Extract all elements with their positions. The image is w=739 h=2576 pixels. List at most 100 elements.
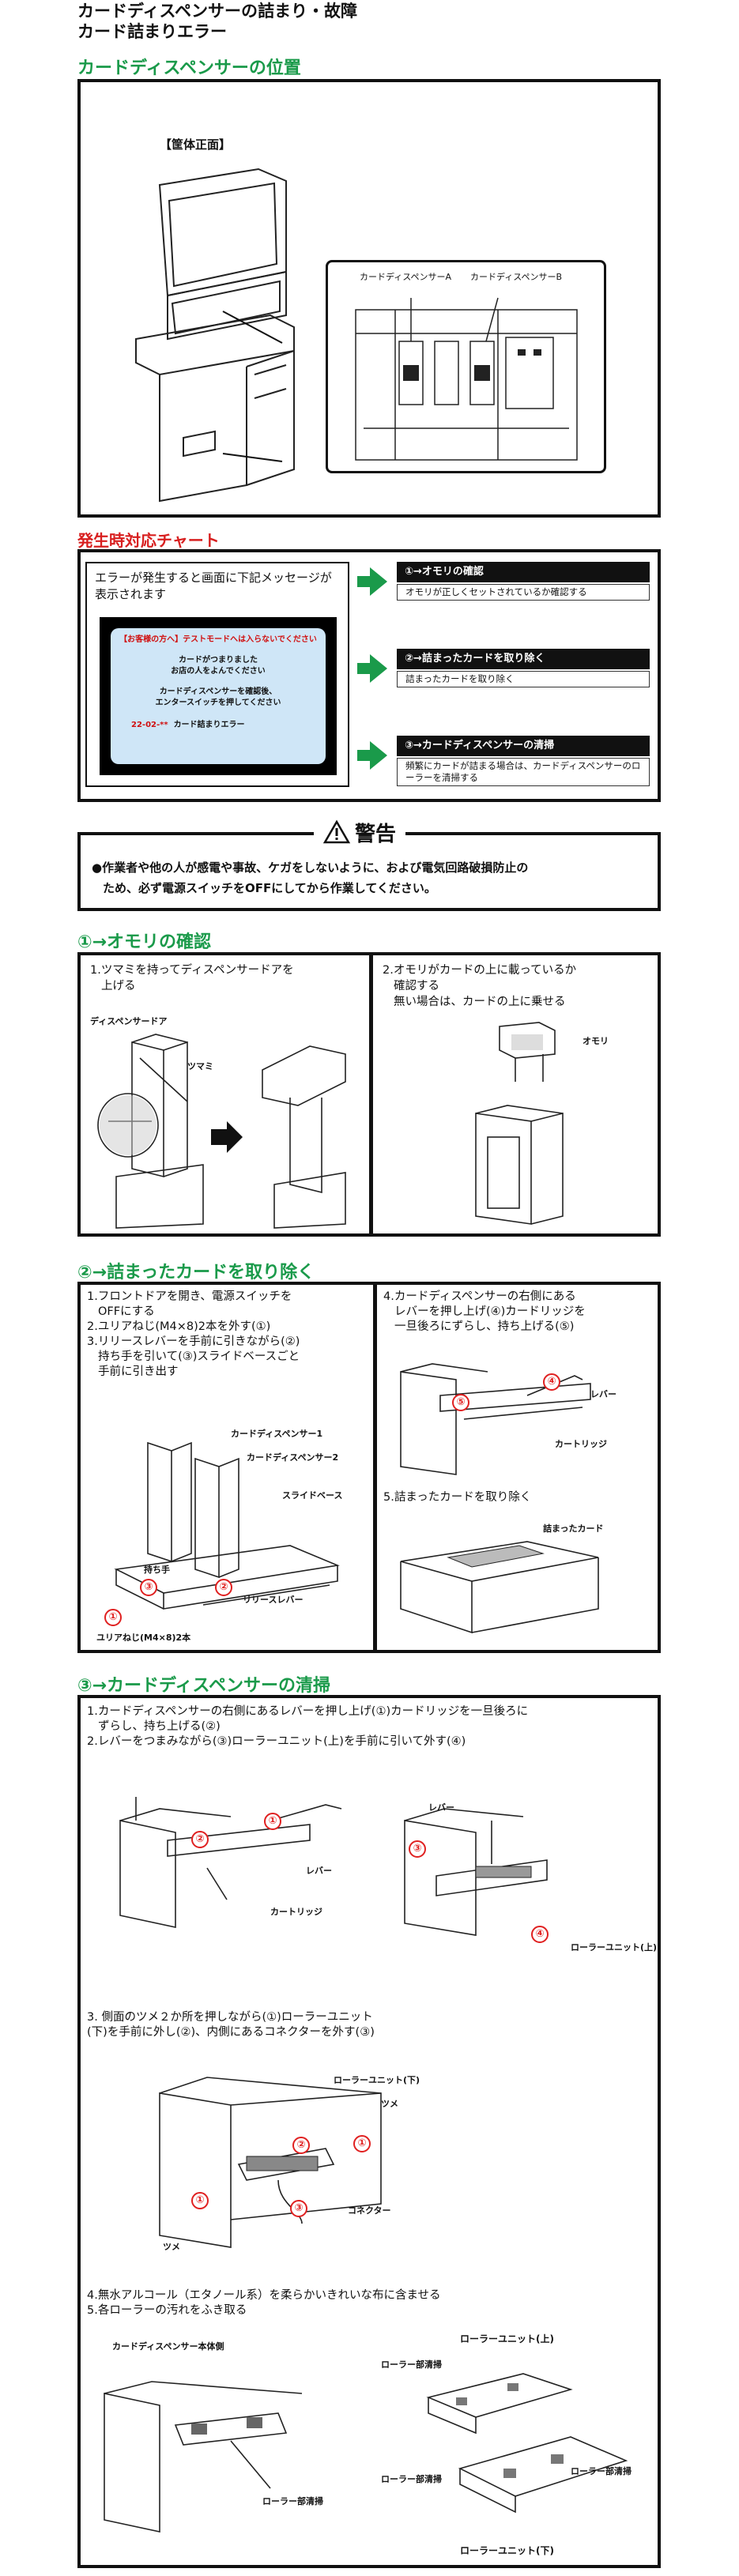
dispenser-detail-box: カードディスペンサーA カードディスペンサーB [326, 260, 606, 473]
marker-3: ③ [140, 1579, 157, 1596]
s3-label-roller-upper: ローラーユニット(上) [571, 1942, 658, 1953]
slide-base-illustration [114, 1441, 340, 1610]
screen-line1: カードがつまりました [179, 656, 258, 665]
arrow-2 [370, 654, 387, 683]
s3-label-claw-a: ツメ [381, 2099, 398, 2109]
s3-label-clean-body: ローラー部清掃 [262, 2496, 323, 2506]
s3-line-c1: 4.無水アルコール（エタノール系）を柔らかいきれいな布に含ませる [87, 2289, 441, 2302]
s3-line-b2: (下)を手前に外し(②)、内側にあるコネクターを外す(③) [87, 2026, 375, 2039]
cartridge-illustration [400, 1363, 591, 1475]
screen-line2: お店の人をよんでください [171, 667, 266, 676]
s2-left-line3: 2.ユリアねじ(M4×8)2本を外す(①) [87, 1320, 271, 1333]
s3-label-clean-right: ローラー部清掃 [571, 2466, 632, 2476]
s3b-marker-1a: ① [353, 2135, 371, 2152]
message-box: エラーが発生すると画面に下記メッセージが表示されます 【お客様の方へ】テストモー… [85, 562, 349, 787]
label-slide-base: スライドベース [282, 1490, 343, 1501]
arrow-1-tail [357, 576, 371, 587]
s2-left-line2: OFFにする [98, 1305, 155, 1318]
dispenser-a-label: カードディスペンサーA [360, 272, 451, 282]
s3-line-b1: 3. 側面のツメ２か所を押しながら(①)ローラーユニット [87, 2011, 373, 2024]
screen-line4: エンタースイッチを押してください [155, 699, 281, 707]
arrow-3 [370, 741, 387, 770]
s2-left-line4: 3.リリースレバーを手前に引きながら(②) [87, 1335, 300, 1348]
section1-right-panel: 2.オモリがカードの上に載っているか 確認する 無い場合は、カードの上に乗せる … [370, 952, 661, 1237]
step1-title: ①→オモリの確認 [397, 562, 650, 582]
s3-line-a2: ずらし、持ち上げる(②) [98, 1720, 221, 1733]
warning-text-1: ●作業者や他の人が感電や事故、ケガをしないように、および電気回路破損防止の [92, 861, 529, 875]
s3-line-c2: 5.各ローラーの汚れをふき取る [87, 2304, 247, 2317]
front-label: 【筐体正面】 [160, 137, 232, 152]
step2-title: ②→詰まったカードを取り除く [397, 649, 650, 669]
section1-left-panel: 1.ツマミを持ってディスペンサードアを 上げる ディスペンサードア ツマミ [77, 952, 372, 1237]
marker-5: ⑤ [452, 1394, 469, 1411]
label-weight: オモリ [583, 1036, 609, 1046]
arrow-3-tail [357, 750, 371, 761]
screen-message: 【お客様の方へ】テストモードへは入らないでください カードがつまりました お店の… [111, 628, 326, 764]
s3b-marker-1b: ① [191, 2192, 209, 2209]
step3-title: ③→カードディスペンサーの清掃 [397, 736, 650, 756]
chart-intro: エラーが発生すると画面に下記メッセージが表示されます [95, 571, 332, 601]
s3b-marker-2: ② [292, 2137, 310, 2154]
label-screw: ユリアねじ(M4×8)2本 [96, 1633, 191, 1643]
s3-marker-4: ④ [531, 1926, 549, 1943]
label-dispenser-door: ディスペンサードア [90, 1016, 168, 1026]
s3-label-roller-upper-b: ローラーユニット(上) [460, 2333, 554, 2344]
s2-right-line3: 一旦後ろにずらし、持ち上げる(⑤) [394, 1320, 575, 1333]
roller-upper-illustration [404, 1808, 548, 1936]
s3-marker-1: ① [264, 1813, 281, 1830]
label-handle: 持ち手 [144, 1565, 170, 1575]
chart-heading: 発生時対応チャート [77, 531, 220, 550]
s1-left-text1: 1.ツマミを持ってディスペンサードアを [90, 964, 294, 977]
dispenser-b-label: カードディスペンサーB [470, 272, 563, 282]
s3-line-a3: 2.レバーをつまみながら(③)ローラーユニット(上)を手前に引いて外す(④) [87, 1735, 466, 1748]
s1-left-text2: 上げる [101, 980, 136, 992]
lever-illustration [119, 1797, 342, 1928]
step1-desc: オモリが正しくセットされているか確認する [397, 584, 650, 601]
section2-heading: ②→詰まったカードを取り除く [77, 1263, 315, 1282]
body-roller-illustration [104, 2381, 303, 2533]
label-stuck-card: 詰まったカード [543, 1523, 604, 1534]
s3-label-lever: レバー [306, 1866, 332, 1876]
screen-frame: 【お客様の方へ】テストモードへは入らないでください カードがつまりました お店の… [100, 617, 337, 775]
label-lever: レバー [590, 1389, 616, 1399]
label-release-lever: リリースレバー [243, 1595, 304, 1605]
section3-panel: 1.カードディスペンサーの右側にあるレバーを押し上げ(①)カードリッジを一旦後ろ… [77, 1695, 661, 2568]
label-disp1: カードディスペンサー1 [231, 1429, 323, 1439]
marker-1: ① [104, 1609, 122, 1626]
arrow-2-tail [357, 663, 371, 674]
s3-label-clean-mid: ローラー部清掃 [381, 2474, 442, 2484]
section2-right-panel: 4.カードディスペンサーの右側にある レバーを押し上げ(④)カードリッジを 一旦… [374, 1282, 661, 1653]
stuck-card-illustration [400, 1541, 599, 1634]
dispenser-interior-illustration [355, 297, 578, 461]
s1-right-text2: 確認する [394, 980, 439, 992]
s3-label-claw-b: ツメ [163, 2242, 180, 2252]
chart-panel: エラーが発生すると画面に下記メッセージが表示されます 【お客様の方へ】テストモー… [77, 549, 661, 802]
s3-label-roller-lower: ローラーユニット(下) [334, 2075, 420, 2085]
s1-right-text1: 2.オモリがカードの上に載っているか [383, 964, 577, 977]
page-title: カードディスペンサーの詰まり・故障 [77, 2, 358, 21]
label-cartridge: カートリッジ [555, 1439, 607, 1449]
label-knob: ツマミ [187, 1061, 213, 1071]
arrow-1 [370, 567, 387, 596]
s3-marker-2: ② [191, 1831, 209, 1848]
s3b-marker-3: ③ [290, 2200, 307, 2217]
warning-panel: 警告 ●作業者や他の人が感電や事故、ケガをしないように、および電気回路破損防止の… [77, 816, 661, 911]
marker-4: ④ [543, 1373, 560, 1391]
s3-label-roller-lower-b: ローラーユニット(下) [460, 2545, 554, 2556]
warning-text-2: ため、必ず電源スイッチをOFFにしてから作業してください。 [103, 881, 436, 895]
s2-right-line2: レバーを押し上げ(④)カードリッジを [394, 1305, 586, 1318]
screen-error-code: 22-02-** カード詰まりエラー [131, 721, 245, 729]
s2-left-line5: 持ち手を引いて(③)スライドベースごと [98, 1350, 300, 1363]
s3-label-connector: コネクター [348, 2205, 391, 2216]
s3-marker-3: ③ [409, 1840, 426, 1858]
door-open-illustration [97, 1034, 346, 1229]
location-heading: カードディスペンサーの位置 [77, 58, 301, 78]
s2-left-line1: 1.フロントドアを開き、電源スイッチを [87, 1290, 292, 1303]
weight-illustration [475, 1022, 564, 1225]
s3-label-lever-b: レバー [428, 1802, 454, 1813]
cabinet-illustration [135, 168, 295, 503]
screen-line3: カードディスペンサーを確認後、 [159, 687, 277, 696]
warning-title: 警告 [355, 822, 397, 846]
roller-units-illustration [426, 2373, 628, 2514]
marker-2: ② [215, 1579, 232, 1596]
